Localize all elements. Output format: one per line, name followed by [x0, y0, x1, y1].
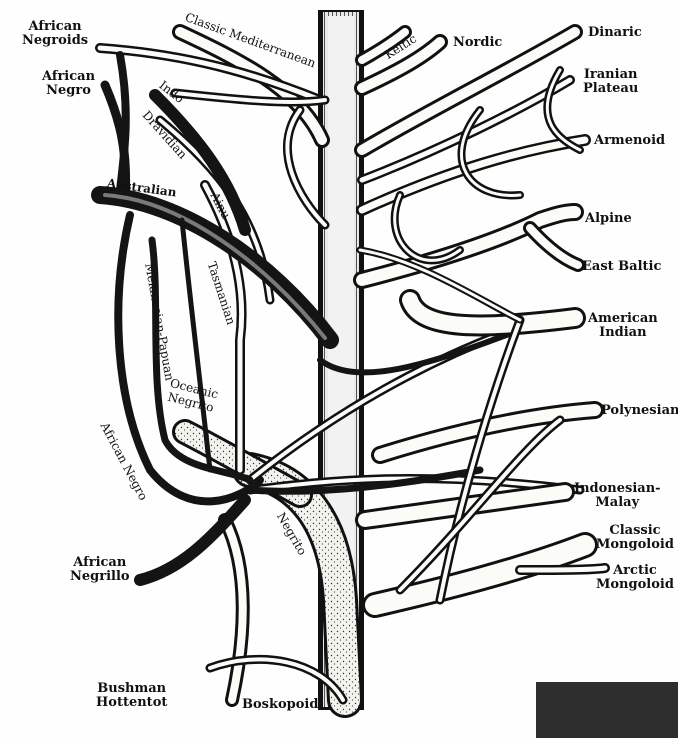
- label-polynesian: Polynesian: [601, 404, 678, 418]
- right-branches: [360, 32, 605, 605]
- corner-patch: [536, 682, 678, 738]
- label-armenoid: Armenoid: [594, 134, 665, 148]
- label-alpine: Alpine: [585, 212, 632, 226]
- label-nordic: Nordic: [453, 36, 502, 50]
- label-east-baltic: East Baltic: [582, 260, 661, 274]
- label-boskopoid: Boskopoid: [242, 698, 318, 712]
- label-indonesian-malay: Indonesian-Malay: [574, 482, 661, 510]
- label-dinaric: Dinaric: [588, 26, 642, 40]
